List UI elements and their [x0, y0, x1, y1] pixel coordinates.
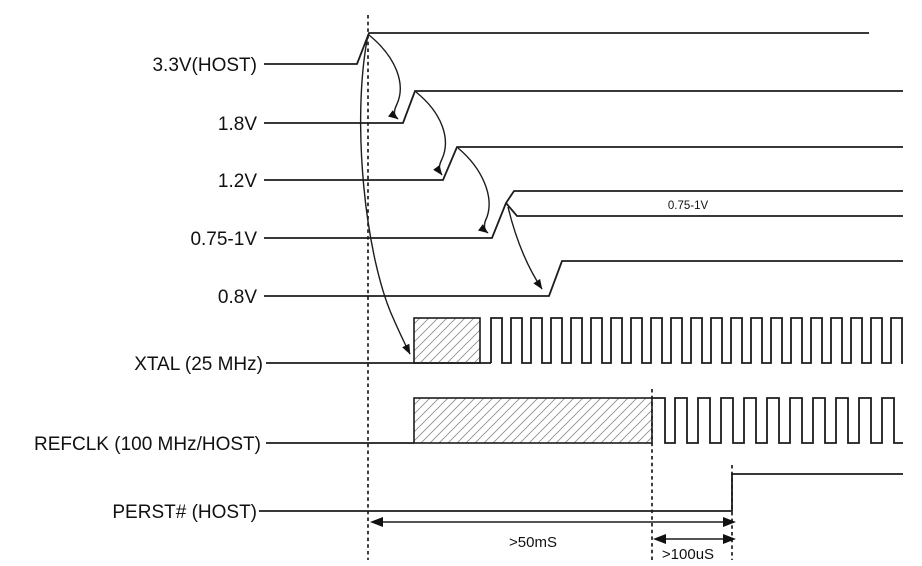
label-0v75-1v: 0.75-1V — [190, 229, 257, 250]
timing-annotations: >50mS >100uS — [370, 517, 736, 563]
waveform-1v8 — [264, 90, 903, 124]
band-label-0v75-1v: 0.75-1V — [668, 200, 709, 212]
sequence-arrows — [359, 34, 543, 355]
arrow-3v3-to-xtal — [359, 34, 411, 355]
waveform-0v8 — [264, 260, 903, 297]
timing-100us-left-arrowhead — [653, 534, 666, 544]
waveform-perst — [259, 473, 903, 512]
label-perst: PERST# (HOST) — [112, 502, 257, 523]
signal-labels: 3.3V(HOST) 1.8V 1.2V 0.75-1V 0.8V XTAL (… — [34, 55, 263, 523]
label-1v2: 1.2V — [218, 171, 257, 192]
label-3v3-host: 3.3V(HOST) — [152, 55, 257, 76]
timing-50ms-left-arrowhead — [370, 517, 383, 527]
label-0v8: 0.8V — [218, 287, 257, 308]
arrow-1v8-to-1v2 — [415, 91, 446, 176]
arrow-3v3-to-1v8 — [368, 34, 401, 120]
timing-50ms-label: >50mS — [509, 534, 557, 551]
dashed-reference-lines — [367, 15, 733, 560]
label-xtal: XTAL (25 MHz) — [134, 354, 263, 375]
waveform-0v75-1v-upper — [264, 190, 903, 239]
xtal-undefined-region — [413, 317, 481, 364]
waveform-0v75-1v-lower — [505, 202, 903, 217]
timing-50ms-right-arrowhead — [723, 517, 736, 527]
timing-span-50ms: >50mS — [370, 517, 736, 551]
waveform-1v2 — [264, 146, 903, 181]
waveform-xtal-clock — [490, 317, 903, 364]
timing-span-100us: >100uS — [653, 534, 736, 563]
timing-100us-label: >100uS — [662, 546, 714, 563]
label-1v8: 1.8V — [218, 114, 257, 135]
waveform-refclk-clock — [652, 397, 903, 444]
arrow-1v2-to-0v75 — [457, 147, 490, 234]
waveform-3v3-host — [264, 32, 869, 65]
timing-100us-right-arrowhead — [723, 534, 736, 544]
label-refclk: REFCLK (100 MHz/HOST) — [34, 434, 261, 455]
arrow-0v75-to-0v8 — [507, 206, 543, 290]
refclk-undefined-region — [413, 397, 653, 444]
waveforms: 0.75-1V — [259, 32, 903, 512]
